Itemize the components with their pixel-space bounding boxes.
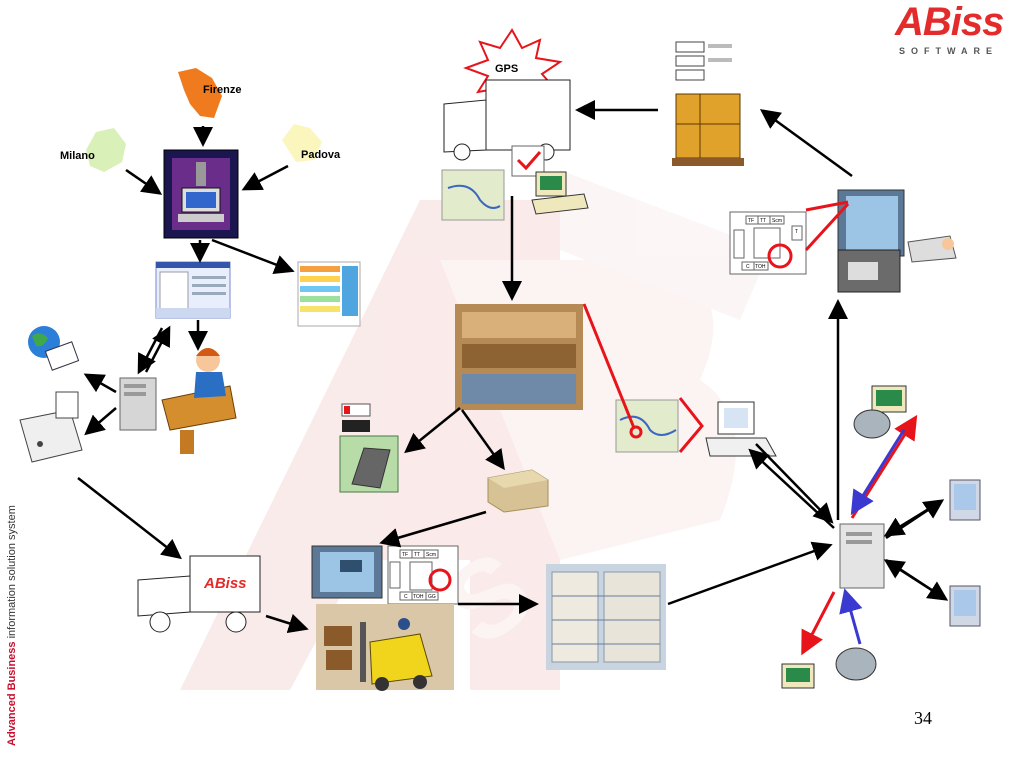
side-tagline-rest: information solution system bbox=[6, 505, 18, 642]
touchscreen-terminal-icon bbox=[311, 545, 383, 599]
grid-top-highlight-circle bbox=[767, 243, 793, 269]
phone-computer-bottom-icon bbox=[781, 647, 877, 689]
desktop-computer-icon bbox=[531, 171, 589, 215]
abiss-logo: ABiss SOFTWARE bbox=[895, 0, 1017, 58]
milano-region-icon bbox=[86, 128, 126, 172]
svg-text:TOH: TOH bbox=[755, 264, 766, 270]
milano-label: Milano bbox=[60, 150, 95, 162]
grid-highlight-circle bbox=[428, 568, 452, 592]
firenze-region-icon bbox=[178, 68, 222, 118]
barcode-labels-icon bbox=[675, 41, 732, 81]
software-screen-icon bbox=[155, 261, 231, 319]
blue-links bbox=[839, 429, 906, 645]
gps-map-icon bbox=[441, 169, 505, 221]
logo-sub: SOFTWARE bbox=[899, 46, 998, 56]
handheld-device-bottom-icon bbox=[949, 585, 981, 627]
pallet-boxes-icon bbox=[672, 93, 744, 166]
fingerprint-reader-icon bbox=[907, 235, 957, 263]
touchscreen-top-icon bbox=[837, 189, 905, 257]
server-tower-icon bbox=[119, 377, 157, 431]
svg-text:Scm: Scm bbox=[772, 218, 782, 224]
package-box-icon bbox=[487, 469, 549, 513]
central-computer-icon bbox=[163, 149, 239, 239]
report-sheet-icon bbox=[297, 261, 361, 327]
phone-computer-top-icon bbox=[853, 385, 907, 439]
order-grid-bottom: TF TT Scm C TOH GG bbox=[387, 545, 459, 605]
svg-text:GG: GG bbox=[428, 594, 436, 600]
svg-text:TF: TF bbox=[402, 552, 408, 558]
delivery-truck-icon: ABiss bbox=[137, 555, 261, 633]
barcode-scanner-icon bbox=[339, 403, 399, 493]
handheld-device-top-icon bbox=[949, 479, 981, 521]
order-grid-top: TF TT Scm T C TOH bbox=[729, 211, 807, 275]
forklift-warehouse-icon bbox=[316, 604, 454, 691]
svg-text:T: T bbox=[795, 229, 798, 235]
side-tagline-bold: Advanced Business bbox=[6, 641, 18, 746]
phone-operator-icon bbox=[161, 348, 237, 454]
firenze-label: Firenze bbox=[203, 84, 242, 96]
svg-text:TF: TF bbox=[748, 218, 754, 224]
store-interior-image bbox=[455, 304, 583, 410]
checklist-icon bbox=[511, 145, 545, 177]
svg-text:Scm: Scm bbox=[426, 552, 436, 558]
side-tagline: Advanced Business information solution s… bbox=[6, 486, 18, 746]
svg-text:C: C bbox=[404, 594, 408, 600]
padova-label: Padova bbox=[301, 149, 341, 161]
gps-truck-icon bbox=[443, 79, 571, 161]
svg-text:TOH: TOH bbox=[413, 594, 424, 600]
label-printer-icon bbox=[837, 249, 901, 293]
svg-text:C: C bbox=[746, 264, 750, 270]
warehouse-shelves-image bbox=[546, 564, 666, 670]
logo-main: ABiss bbox=[895, 0, 1004, 44]
gps-label: GPS bbox=[495, 63, 518, 75]
svg-text:TT: TT bbox=[760, 218, 766, 224]
padova-region-icon bbox=[282, 124, 322, 162]
email-globe-icon bbox=[28, 326, 80, 371]
central-server-icon bbox=[839, 523, 885, 589]
svg-text:TT: TT bbox=[414, 552, 420, 558]
red-links bbox=[582, 200, 918, 656]
fax-machine-icon bbox=[19, 391, 83, 463]
truck-brand-label: ABiss bbox=[203, 575, 247, 592]
page-number: 34 bbox=[914, 708, 932, 728]
flow-arrows bbox=[77, 100, 949, 634]
